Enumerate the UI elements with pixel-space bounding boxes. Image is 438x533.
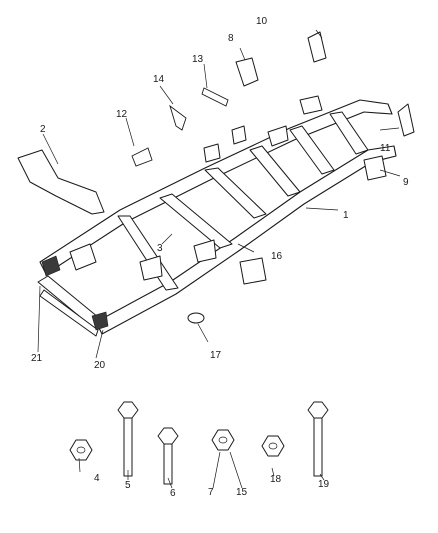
bracket-part-10 <box>307 31 327 63</box>
callout-14: 14 <box>153 74 165 85</box>
callout-10: 10 <box>256 16 268 27</box>
callout-12: 12 <box>116 109 128 120</box>
callout-3: 3 <box>157 243 163 254</box>
callout-21: 21 <box>31 353 43 364</box>
callout-5: 5 <box>125 480 131 491</box>
washer-part-17 <box>187 312 205 324</box>
bracket-part-2 <box>17 149 105 215</box>
callout-18: 18 <box>270 474 282 485</box>
callout-11: 11 <box>380 143 391 154</box>
mount-part-16 <box>239 257 267 285</box>
leader-lines <box>37 29 401 489</box>
callout-17: 17 <box>210 350 222 361</box>
nut-part-7-15 <box>211 429 235 451</box>
callout-1: 1 <box>343 210 349 221</box>
callout-4: 4 <box>94 473 100 484</box>
callout-20: 20 <box>94 360 106 371</box>
callout-2: 2 <box>40 124 46 135</box>
bolt-part-19 <box>307 401 329 477</box>
callout-9: 9 <box>403 177 409 188</box>
callout-13: 13 <box>192 54 204 65</box>
callout-15: 15 <box>236 487 248 498</box>
frame-assembly <box>37 95 397 337</box>
link-part-12 <box>131 147 153 167</box>
bracket-part-9 <box>363 155 387 181</box>
bolt-part-6 <box>157 427 179 485</box>
callout-19: 19 <box>318 479 330 490</box>
link-part-13 <box>201 87 229 107</box>
callout-7: 7 <box>208 487 214 498</box>
link-part-14 <box>169 104 187 131</box>
bolt-part-5 <box>117 401 139 477</box>
bracket-part-11 <box>397 103 415 137</box>
nut-part-18 <box>261 435 285 457</box>
callout-8: 8 <box>228 33 234 44</box>
bracket-part-8 <box>235 57 259 87</box>
callout-16: 16 <box>271 251 283 262</box>
callout-6: 6 <box>170 488 176 499</box>
nut-part-4 <box>69 439 93 461</box>
